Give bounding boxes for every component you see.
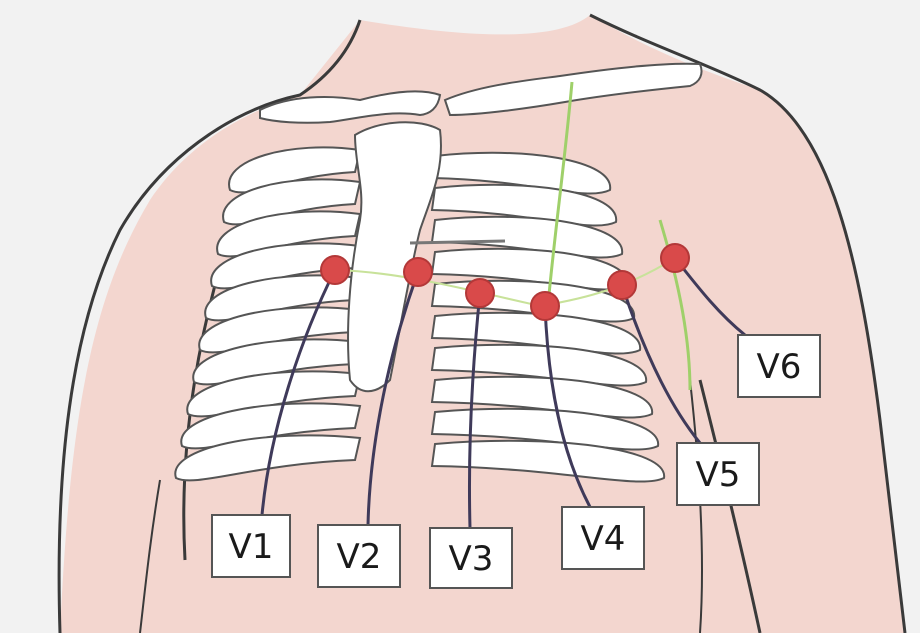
lead-text-v5: V5 bbox=[696, 455, 741, 495]
electrode-v3 bbox=[466, 279, 494, 307]
lead-text-v4: V4 bbox=[581, 519, 626, 559]
lead-label-v4: V4 bbox=[562, 507, 644, 569]
lead-text-v2: V2 bbox=[337, 537, 382, 577]
lead-label-v2: V2 bbox=[318, 525, 400, 587]
horizontal-guide-line bbox=[410, 241, 505, 243]
electrode-v5 bbox=[608, 271, 636, 299]
electrode-v2 bbox=[404, 258, 432, 286]
electrode-v6 bbox=[661, 244, 689, 272]
lead-label-v3: V3 bbox=[430, 528, 512, 588]
lead-text-v6: V6 bbox=[757, 347, 802, 387]
lead-label-v5: V5 bbox=[677, 443, 759, 505]
lead-text-v1: V1 bbox=[229, 527, 274, 567]
lead-label-v1: V1 bbox=[212, 515, 290, 577]
lead-label-v6: V6 bbox=[738, 335, 820, 397]
lead-text-v3: V3 bbox=[449, 539, 494, 579]
electrode-v4 bbox=[531, 292, 559, 320]
electrode-v1 bbox=[321, 256, 349, 284]
